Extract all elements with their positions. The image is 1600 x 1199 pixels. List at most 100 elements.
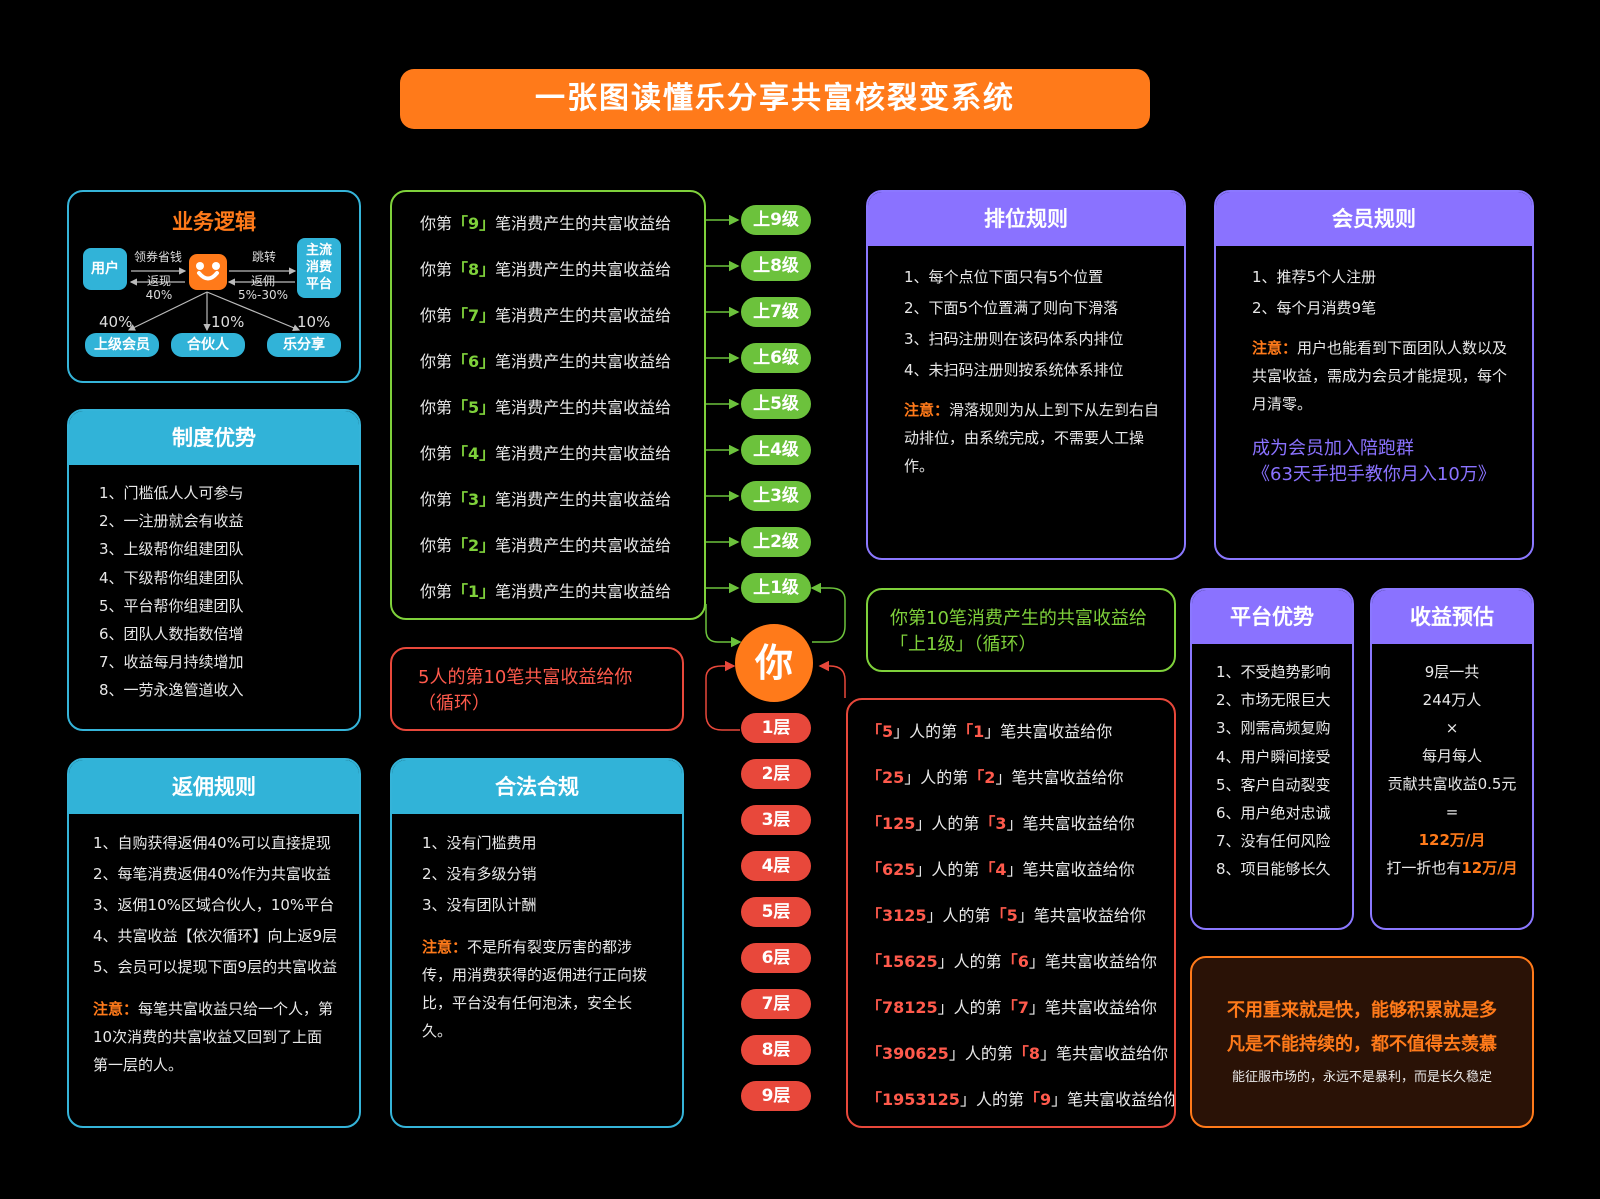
list-item: 1、不受趋势影响 [1216,663,1331,681]
list-item: 1、推荐5个人注册 [1252,268,1377,286]
list-item: 4、用户瞬间接受 [1216,747,1331,766]
share-node: 乐分享 [267,333,341,357]
level-row: 你第「7」笔消费产生的共富收益给 [420,306,672,325]
list-item: 1、门槛低人人可参与 [99,484,244,502]
layer-badge: 4层 [741,851,811,881]
user-node: 用户 [83,248,127,290]
list-item: 7、收益每月持续增加 [99,653,244,672]
member-rules-title: 会员规则 [1216,192,1532,246]
level-row: 你第「9」笔消费产生的共富收益给 [420,214,672,233]
ranking-rules-list: 1、每个点位下面只有5个位置 2、下面5个位置满了则向下滑落 3、扫码注册则在该… [868,246,1184,386]
page-title: 一张图读懂乐分享共富核裂变系统 [400,69,1150,129]
upper-level-badge: 上9级 [741,205,811,235]
share-percent: 10% [297,313,331,331]
layer-row: 「25」人的第「2」笔共富收益给你 [866,768,1124,787]
note-label: 注意： [904,401,950,419]
partner-node: 合伙人 [171,333,245,357]
loop-left-panel: 5人的第10笔共富收益给你（循环） [390,647,684,731]
income-estimate-title: 收益预估 [1372,590,1532,644]
slogan-line-1: 不用重来就是快，能够积累就是多 [1227,1000,1497,1021]
legal-title: 合法合规 [392,760,682,814]
list-item: 2、一注册就会有收益 [99,512,244,531]
loop-left-text: 5人的第10笔共富收益给你（循环） [418,667,633,714]
layer-row: 「1953125」人的第「9」笔共富收益给你 [866,1090,1176,1109]
slogan-panel: 不用重来就是快，能够积累就是多 凡是不能持续的，都不值得去羡慕 能征服市场的，永… [1190,956,1534,1128]
center-connectors [705,214,846,731]
upper-level-badge: 上4级 [741,435,811,465]
list-item: 1、自购获得返佣40%可以直接提现 [93,834,331,852]
upper-level-badge: 上7级 [741,297,811,327]
platform-advantages-panel: 平台优势 1、不受趋势影响 2、市场无限巨大 3、刚需高频复购 4、用户瞬间接受… [1190,588,1354,930]
level-row: 你第「2」笔消费产生的共富收益给 [420,536,672,555]
layer-badge: 6层 [741,943,811,973]
upper-percent: 40% [99,313,133,331]
list-item: 5、平台帮你组建团队 [99,596,244,615]
list-item: 2、市场无限巨大 [1216,691,1331,710]
coupon-label: 领券省钱 [133,250,182,264]
legal-list: 1、没有门槛费用 2、没有多级分销 3、没有团队计酬 [392,814,682,921]
layer-row: 「3125」人的第「5」笔共富收益给你 [866,906,1146,925]
note-text: 滑落规则为从上到下从左到右自动排位，由系统完成，不需要人工操作。 [904,401,1160,475]
legal-note: 注意：不是所有裂变厉害的都涉传，用消费获得的返佣进行正向拨比，平台没有任何泡沫，… [392,921,682,1045]
list-item: 3、返佣10%区域合伙人，10%平台 [93,896,335,914]
income-discount: 打一折也有12万/月 [1386,859,1518,877]
layer-badge: 7层 [741,989,811,1019]
business-flow-arrows [127,267,301,332]
level-row: 你第「5」笔消费产生的共富收益给 [420,398,672,417]
income-result: 122万/月 [1418,831,1486,849]
loop-right-text: 你第10笔消费产生的共富收益给「上1级」（循环） [890,608,1147,655]
ranking-rules-panel: 排位规则 1、每个点位下面只有5个位置 2、下面5个位置满了则向下滑落 3、扫码… [866,190,1186,560]
layer-badge: 5层 [741,897,811,927]
layer-badge: 3层 [741,805,811,835]
list-item: 6、团队人数指数倍增 [99,625,244,644]
list-item: 5、会员可以提现下面9层的共富收益 [93,958,338,976]
system-advantages-list: 1、门槛低人人可参与 2、一注册就会有收益 3、上级帮你组建团队 4、下级帮你组… [69,465,359,705]
level-row: 你第「3」笔消费产生的共富收益给 [420,490,672,509]
list-item: 4、共富收益【依次循环】向上返9层 [93,927,338,945]
app-logo-icon [189,254,227,290]
list-item: 3、扫码注册则在该码体系内排位 [904,330,1124,348]
slogan-line-3: 能征服市场的，永远不是暴利，而是长久稳定 [1231,1070,1492,1085]
upper-level-badge: 上6级 [741,343,811,373]
system-advantages-panel: 制度优势 1、门槛低人人可参与 2、一注册就会有收益 3、上级帮你组建团队 4、… [67,409,361,731]
commission-rules-list: 1、自购获得返佣40%可以直接提现 2、每笔消费返佣40%作为共富收益 3、返佣… [69,814,359,983]
upper-level-badge: 上2级 [741,527,811,557]
list-item: 5、客户自动裂变 [1216,775,1331,794]
level-row: 你第「4」笔消费产生的共富收益给 [420,444,672,463]
layer-row: 「390625」人的第「8」笔共富收益给你 [866,1044,1168,1063]
slogan-line-2: 凡是不能持续的，都不值得去羡慕 [1227,1034,1497,1055]
income-estimate-panel: 收益预估 9层一共 244万人 × 每月每人 贡献共富收益0.5元 = 122万… [1370,588,1534,930]
upper-level-badge: 上5级 [741,389,811,419]
note-text: 用户也能看到下面团队人数以及共富收益，需成为会员才能提现，每个月清零。 [1252,339,1508,413]
platform-advantages-list: 1、不受趋势影响 2、市场无限巨大 3、刚需高频复购 4、用户瞬间接受 5、客户… [1192,644,1352,884]
ranking-note: 注意：滑落规则为从上到下从左到右自动排位，由系统完成，不需要人工操作。 [868,386,1184,480]
list-item: 3、刚需高频复购 [1216,719,1331,738]
level-row: 你第「1」笔消费产生的共富收益给 [420,582,672,601]
note-label: 注意： [1252,339,1298,357]
list-item: 2、每笔消费返佣40%作为共富收益 [93,865,331,883]
list-item: 2、没有多级分销 [422,865,537,883]
list-item: 7、没有任何风险 [1216,832,1331,851]
upper-member-node: 上级会员 [85,333,159,357]
layers-panel: 「5」人的第「1」笔共富收益给你「25」人的第「2」笔共富收益给你「125」人的… [846,698,1176,1128]
system-advantages-title: 制度优势 [69,411,359,465]
member-promo: 成为会员加入陪跑群 《63天手把手教你月入10万》 [1252,438,1496,485]
income-calculation: 9层一共 244万人 × 每月每人 贡献共富收益0.5元 = 122万/月 打一… [1372,644,1532,882]
upper-level-badge: 上1级 [741,573,811,603]
list-item: 3、上级帮你组建团队 [99,540,244,559]
list-item: 1、没有门槛费用 [422,834,537,852]
partner-percent: 10% [211,313,245,331]
list-item: 4、未扫码注册则按系统体系排位 [904,361,1124,379]
list-item: 8、一劳永逸管道收入 [99,681,244,700]
jump-label: 跳转 [251,250,276,264]
loop-right-panel: 你第10笔消费产生的共富收益给「上1级」（循环） [866,588,1176,672]
layer-row: 「625」人的第「4」笔共富收益给你 [866,860,1135,879]
legal-panel: 合法合规 1、没有门槛费用 2、没有多级分销 3、没有团队计酬 注意：不是所有裂… [390,758,684,1128]
layer-row: 「15625」人的第「6」笔共富收益给你 [866,952,1157,971]
list-item: 2、每个月消费9笔 [1252,299,1377,317]
commission-rules-title: 返佣规则 [69,760,359,814]
list-item: 6、用户绝对忠诚 [1216,804,1331,823]
upper-level-badge: 上3级 [741,481,811,511]
note-text: 每笔共富收益只给一个人，第10次消费的共富收益又回到了上面第一层的人。 [93,1000,334,1074]
